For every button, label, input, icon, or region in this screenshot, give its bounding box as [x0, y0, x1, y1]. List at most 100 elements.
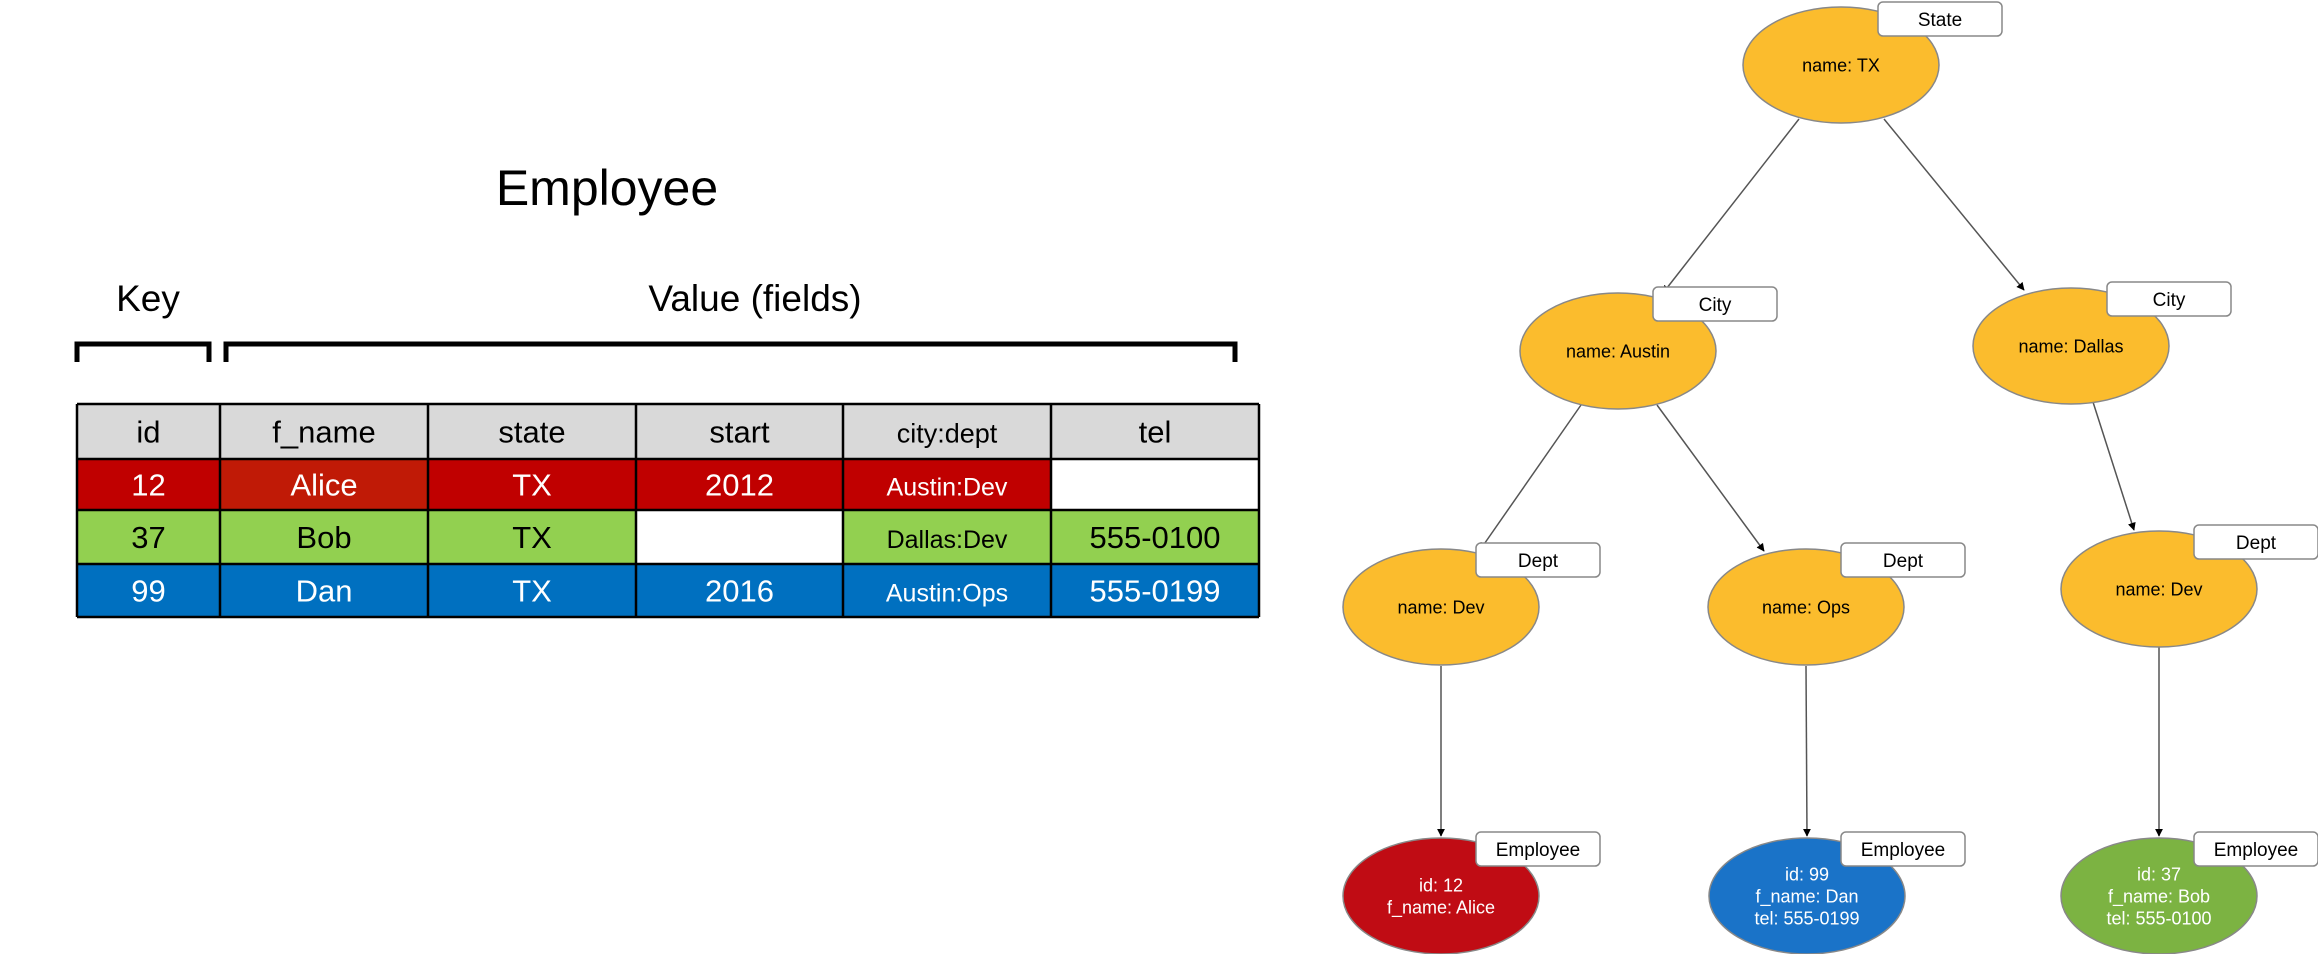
node-property-text: name: Dev: [2115, 579, 2202, 599]
table-cell: [77, 510, 220, 564]
table-header-cell: [220, 404, 428, 459]
table-cell: [428, 564, 636, 617]
graph-edge-arrow: [2092, 401, 2136, 531]
node-label-tag: [1475, 542, 1601, 578]
table-cell-value: TX: [512, 468, 552, 503]
table-cell-value: 2016: [705, 574, 774, 609]
node-ellipse: [1708, 837, 1906, 954]
node-ellipse: [1342, 548, 1540, 666]
table-cell: [1051, 459, 1259, 510]
node-label-text: Employee: [1496, 840, 1581, 861]
node-property-text: id: 99: [1785, 864, 1829, 884]
graph-edge-arrow: [1662, 118, 1800, 294]
table-cell: [636, 564, 843, 617]
table-header-cell: [843, 404, 1051, 459]
node-ellipse: [1342, 837, 1540, 954]
graph-node-dev-austin: name: Dev Dept: [1342, 542, 1601, 666]
table-cell-value: 37: [131, 520, 165, 555]
node-label-tag: [2106, 281, 2232, 317]
table-title: Employee: [496, 160, 718, 216]
graph-edges: [1437, 118, 2163, 837]
node-label-tag: [2193, 831, 2318, 867]
graph-node-dallas: name: Dallas City: [1972, 281, 2232, 405]
table-header-label: state: [498, 415, 565, 450]
table-cell: [220, 564, 428, 617]
table-cell-value: Dan: [296, 574, 353, 609]
table-cell-value: Austin:Ops: [886, 580, 1008, 608]
node-ellipse: [1972, 287, 2170, 405]
node-property-text: name: Ops: [1762, 597, 1850, 617]
table-cell: [843, 510, 1051, 564]
value-bracket: [223, 341, 1238, 362]
key-bracket: [74, 341, 212, 362]
table-cell-value: 555-0199: [1089, 574, 1220, 609]
table-header-label: start: [709, 415, 770, 450]
graph-node-dev-dallas: name: Dev Dept: [2060, 524, 2318, 648]
node-property-text: f_name: Alice: [1387, 897, 1495, 918]
node-label-text: Employee: [2214, 840, 2299, 861]
table-cell: [77, 459, 220, 510]
table-cell-value: Bob: [296, 520, 351, 555]
table-cell: [636, 510, 843, 564]
node-ellipse: [1519, 292, 1717, 410]
table-header-cell: [1051, 404, 1259, 459]
table-header-cell: [636, 404, 843, 459]
node-ellipse: [2060, 530, 2258, 648]
node-label-text: Employee: [1861, 840, 1946, 861]
table-cell: [1051, 564, 1259, 617]
table-header-label: tel: [1139, 415, 1172, 450]
node-label-tag: [1840, 831, 1966, 867]
node-label-tag: [2193, 524, 2318, 560]
graph-edge-arrow: [1802, 665, 1811, 837]
table-cell-value: Austin:Dev: [887, 474, 1008, 502]
key-label: Key: [116, 278, 180, 319]
table-cell: [220, 459, 428, 510]
node-property-text: tel: 555-0100: [2106, 908, 2211, 928]
node-label-tag: [1475, 831, 1601, 867]
table-cell: [636, 459, 843, 510]
node-label-text: City: [1699, 295, 1732, 316]
table-cell: [843, 564, 1051, 617]
table-cell: [77, 564, 220, 617]
node-ellipse: [2060, 837, 2258, 954]
table-cell-value: TX: [512, 520, 552, 555]
node-property-text: f_name: Dan: [1755, 886, 1858, 907]
table-cell-value: Dallas:Dev: [887, 526, 1008, 554]
graph-node-emp-alice: id: 12f_name: Alice Employee: [1342, 831, 1601, 954]
table-header-cell: [77, 404, 220, 459]
table-cell-value: Alice: [290, 468, 357, 503]
table-cell-value: 12: [131, 468, 165, 503]
node-label-text: Dept: [1518, 551, 1559, 572]
table-cell: [1051, 510, 1259, 564]
table-cell-value: 2012: [705, 468, 774, 503]
node-property-text: name: Dallas: [2018, 336, 2123, 356]
graph-node-ops-austin: name: Ops Dept: [1707, 542, 1966, 666]
table-cell-value: 99: [131, 574, 165, 609]
node-label-text: City: [2153, 290, 2186, 311]
node-property-text: tel: 555-0199: [1754, 908, 1859, 928]
table-cell: [220, 510, 428, 564]
node-label-text: Dept: [1883, 551, 1924, 572]
graph-edge-arrow: [1883, 118, 2025, 291]
node-property-text: name: TX: [1802, 55, 1880, 75]
node-property-text: name: Dev: [1397, 597, 1484, 617]
node-ellipse: [1707, 548, 1905, 666]
table-header-label: city:dept: [897, 419, 998, 449]
node-label-tag: [1652, 286, 1778, 322]
table-cell-value: TX: [512, 574, 552, 609]
node-label-text: Dept: [2236, 533, 2277, 554]
table-header-label: id: [136, 415, 160, 450]
node-label-tag: [1840, 542, 1966, 578]
graph-edge-arrow: [1656, 404, 1765, 552]
node-property-text: id: 12: [1419, 875, 1463, 895]
value-label: Value (fields): [648, 278, 861, 319]
table-header-cell: [428, 404, 636, 459]
table-header-label: f_name: [272, 415, 375, 450]
